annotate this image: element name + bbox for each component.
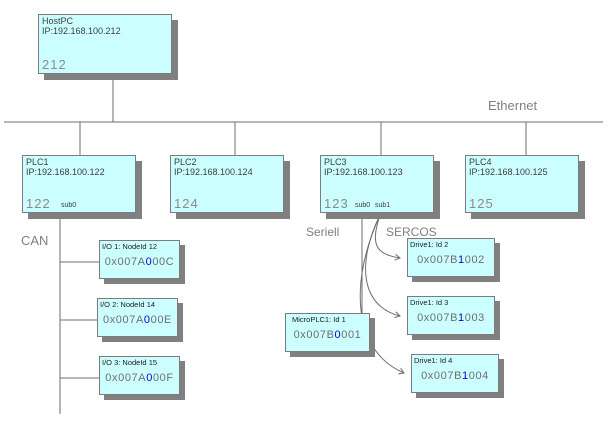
node-title: PLC3 — [324, 157, 347, 167]
node-title: I/O 2: NodeId 14 — [100, 300, 156, 309]
node-plc3[interactable]: PLC3 IP:192.168.100.123 123 sub0 sub1 — [320, 155, 434, 213]
address-highlight: 1 — [458, 312, 465, 324]
node-io1[interactable]: I/O 1: NodeId 12 0x007A000C — [99, 240, 180, 279]
wire-sercos-drive2 — [374, 214, 401, 261]
can-bus-label: CAN — [21, 233, 49, 248]
node-title: Drive1: Id 4 — [414, 356, 453, 365]
address-prefix: 0x007B — [417, 312, 459, 324]
address-suffix: 00F — [152, 372, 174, 384]
node-plc1[interactable]: PLC1 IP:192.168.100.122 122 sub0 — [22, 155, 136, 213]
node-plc4[interactable]: PLC4 IP:192.168.100.125 125 — [465, 155, 579, 213]
node-ip: IP:192.168.100.123 — [324, 167, 403, 177]
ethernet-bus-label: Ethernet — [488, 98, 538, 113]
address-highlight: 0 — [143, 314, 151, 326]
seriell-bus-label: Seriell — [306, 225, 340, 239]
address-suffix: 001 — [341, 329, 362, 341]
address-highlight: 0 — [334, 329, 342, 341]
node-title: PLC2 — [174, 157, 197, 167]
address-prefix: 0x007A — [105, 372, 147, 384]
address-highlight: 1 — [458, 254, 465, 266]
wire-sercos-drive4 — [359, 214, 405, 375]
node-address: 0x007B0001 — [286, 329, 369, 341]
address-highlight: 1 — [462, 370, 469, 382]
node-title: I/O 3: NodeId 15 — [102, 358, 158, 367]
sub0-port-label: sub0 — [61, 202, 77, 209]
node-number: 212 — [42, 57, 67, 72]
node-title: PLC1 — [26, 157, 49, 167]
sub1-port-label: sub1 — [375, 202, 391, 209]
node-title: Drive1: Id 2 — [410, 240, 449, 249]
address-suffix: 00E — [150, 314, 172, 326]
node-address: 0x007B1003 — [408, 312, 494, 324]
node-address: 0x007A000E — [98, 314, 177, 326]
address-highlight: 0 — [145, 256, 153, 268]
node-title: HostPC — [42, 16, 74, 26]
node-number: 124 — [174, 196, 199, 211]
node-microplc1[interactable]: MicroPLC1: Id 1 0x007B0001 — [285, 313, 370, 352]
address-suffix: 002 — [464, 254, 485, 266]
node-title: Drive1: Id 3 — [410, 298, 449, 307]
sercos-bus-label: SERCOS — [386, 225, 437, 239]
address-highlight: 0 — [146, 372, 153, 384]
node-address: 0x007A000C — [100, 256, 179, 268]
address-suffix: 003 — [464, 312, 485, 324]
node-ip: IP:192.168.100.124 — [174, 167, 253, 177]
node-drive1-id4[interactable]: Drive1: Id 4 0x007B1004 — [411, 354, 499, 393]
node-drive1-id3[interactable]: Drive1: Id 3 0x007B1003 — [407, 296, 495, 335]
node-address: 0x007B1004 — [412, 370, 498, 382]
sub0-port-label: sub0 — [355, 202, 371, 209]
node-drive1-id2[interactable]: Drive1: Id 2 0x007B1002 — [407, 238, 495, 277]
node-io3[interactable]: I/O 3: NodeId 15 0x007A000F — [99, 356, 180, 395]
node-io2[interactable]: I/O 2: NodeId 14 0x007A000E — [97, 298, 178, 337]
node-number: 122 — [26, 196, 51, 211]
address-prefix: 0x007A — [104, 256, 146, 268]
node-ip: IP:192.168.100.122 — [26, 167, 105, 177]
node-title: MicroPLC1: Id 1 — [292, 315, 346, 324]
node-address: 0x007A000F — [100, 372, 179, 384]
node-address: 0x007B1002 — [408, 254, 494, 266]
address-prefix: 0x007A — [102, 314, 144, 326]
node-plc2[interactable]: PLC2 IP:192.168.100.124 124 — [170, 155, 284, 213]
address-prefix: 0x007B — [417, 254, 459, 266]
node-number: 125 — [469, 196, 494, 211]
node-ip: IP:192.168.100.212 — [42, 26, 121, 36]
address-suffix: 00C — [152, 256, 175, 268]
node-title: I/O 1: NodeId 12 — [102, 242, 158, 251]
node-ip: IP:192.168.100.125 — [469, 167, 548, 177]
address-prefix: 0x007B — [421, 370, 463, 382]
node-title: PLC4 — [469, 157, 492, 167]
address-prefix: 0x007B — [293, 329, 335, 341]
address-suffix: 004 — [468, 370, 489, 382]
node-number: 123 — [324, 196, 349, 211]
node-hostpc[interactable]: HostPC IP:192.168.100.212 212 — [38, 14, 172, 74]
